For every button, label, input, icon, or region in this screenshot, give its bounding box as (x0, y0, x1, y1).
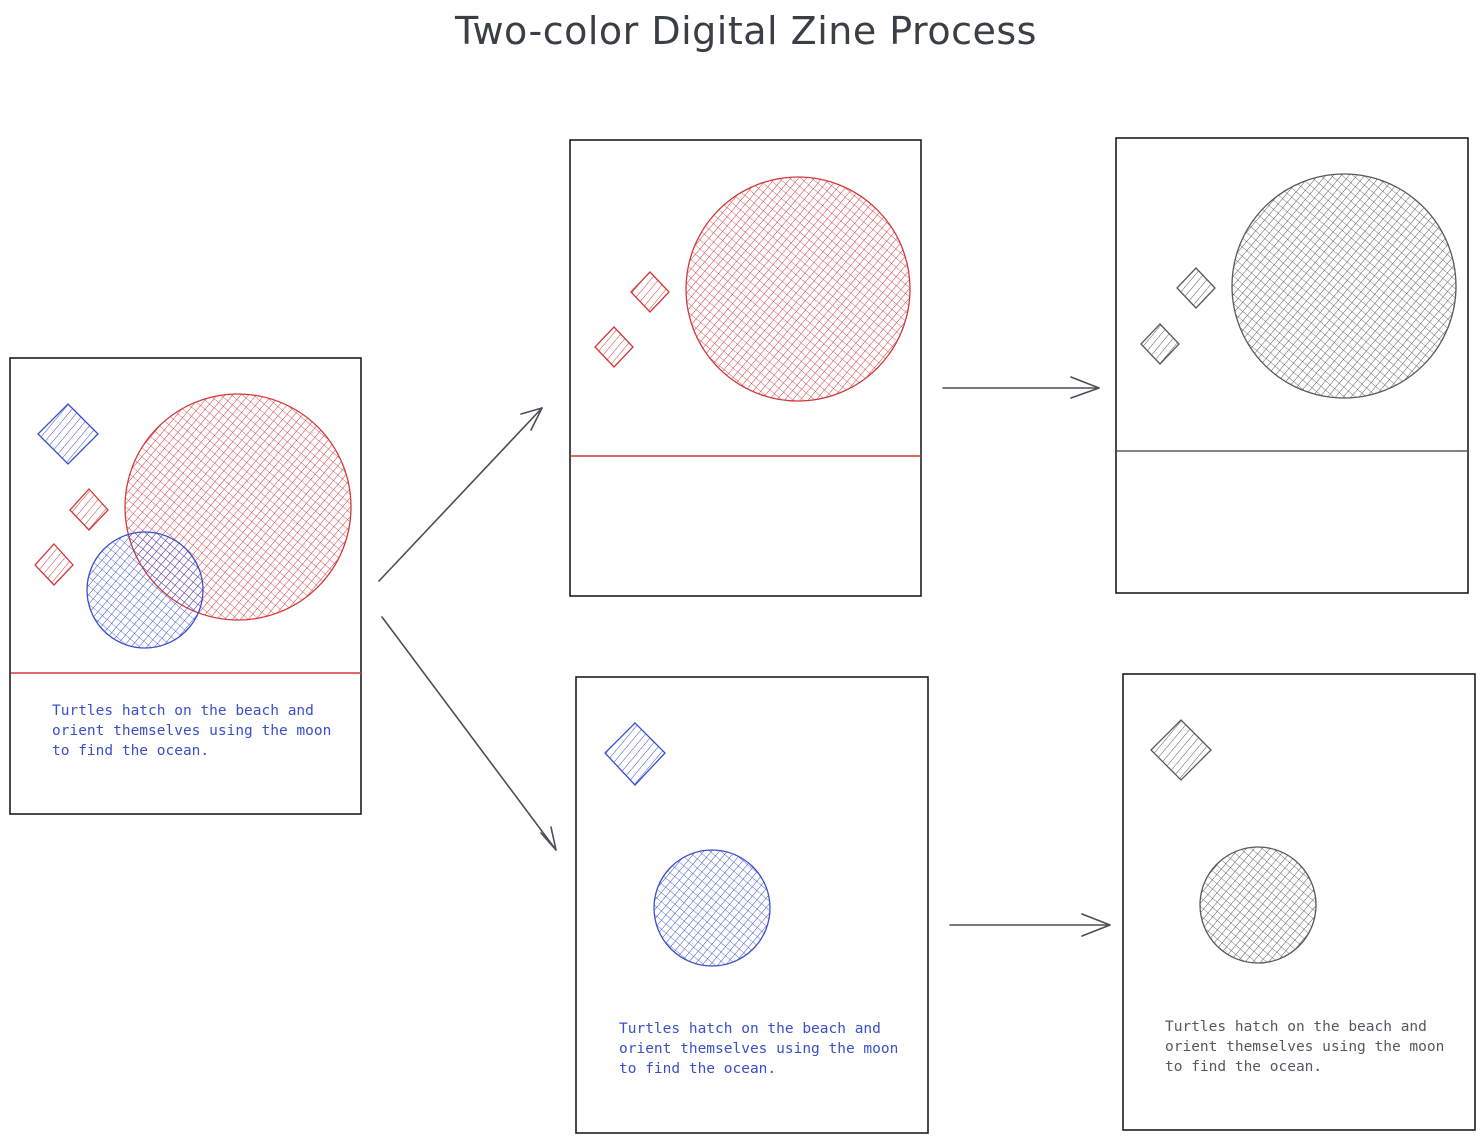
gray-diamond-upper (1176, 267, 1216, 309)
caption-original: Turtles hatch on the beach and orient th… (52, 703, 340, 759)
arrow-to-gray-blue-print (949, 913, 1111, 937)
caption-line: to find the ocean. (1165, 1059, 1322, 1075)
caption-line: orient themselves using the moon (619, 1041, 898, 1057)
red-diamond-upper (69, 488, 109, 531)
caption-line: Turtles hatch on the beach and (52, 703, 314, 719)
arrow-shaft (378, 407, 543, 582)
gray-moon-crosshatch (1232, 174, 1456, 398)
red-moon-crosshatch (686, 177, 910, 401)
caption-line: Turtles hatch on the beach and (619, 1021, 881, 1037)
red-diamond-lower (34, 543, 74, 586)
arrow-shaft (381, 616, 557, 851)
blue-turtle-crosshatch (87, 532, 203, 648)
gray-diamond (1150, 719, 1212, 781)
caption-line: orient themselves using the moon (1165, 1039, 1444, 1055)
blue-turtle-crosshatch (654, 850, 770, 966)
blue-diamond (37, 403, 99, 465)
diagram-title: Two-color Digital Zine Process (454, 9, 1037, 53)
red-layer-page (569, 139, 922, 597)
red-diamond-upper (630, 271, 670, 313)
arrow-head (1070, 376, 1100, 399)
blue-layer-page: Turtles hatch on the beach and orient th… (575, 676, 929, 1134)
gray-print-red-layer-page (1115, 137, 1469, 594)
original-zine-page: Turtles hatch on the beach and orient th… (9, 357, 362, 815)
caption-blue-layer: Turtles hatch on the beach and orient th… (619, 1021, 907, 1077)
gray-print-blue-layer-page: Turtles hatch on the beach and orient th… (1122, 673, 1476, 1131)
arrow-to-gray-red-print (942, 376, 1100, 399)
gray-turtle-crosshatch (1200, 847, 1316, 963)
caption-line: orient themselves using the moon (52, 723, 331, 739)
caption-line: to find the ocean. (619, 1061, 776, 1077)
blue-diamond (604, 722, 666, 786)
arrow-head (540, 826, 557, 851)
arrow-to-red-layer (378, 407, 543, 582)
caption-gray-print: Turtles hatch on the beach and orient th… (1165, 1019, 1453, 1075)
arrow-to-blue-layer (381, 616, 557, 851)
arrow-head (1081, 913, 1111, 937)
arrow-head (520, 407, 543, 431)
caption-line: Turtles hatch on the beach and (1165, 1019, 1427, 1035)
caption-line: to find the ocean. (52, 743, 209, 759)
gray-diamond-lower (1140, 323, 1180, 365)
red-diamond-lower (594, 326, 634, 368)
